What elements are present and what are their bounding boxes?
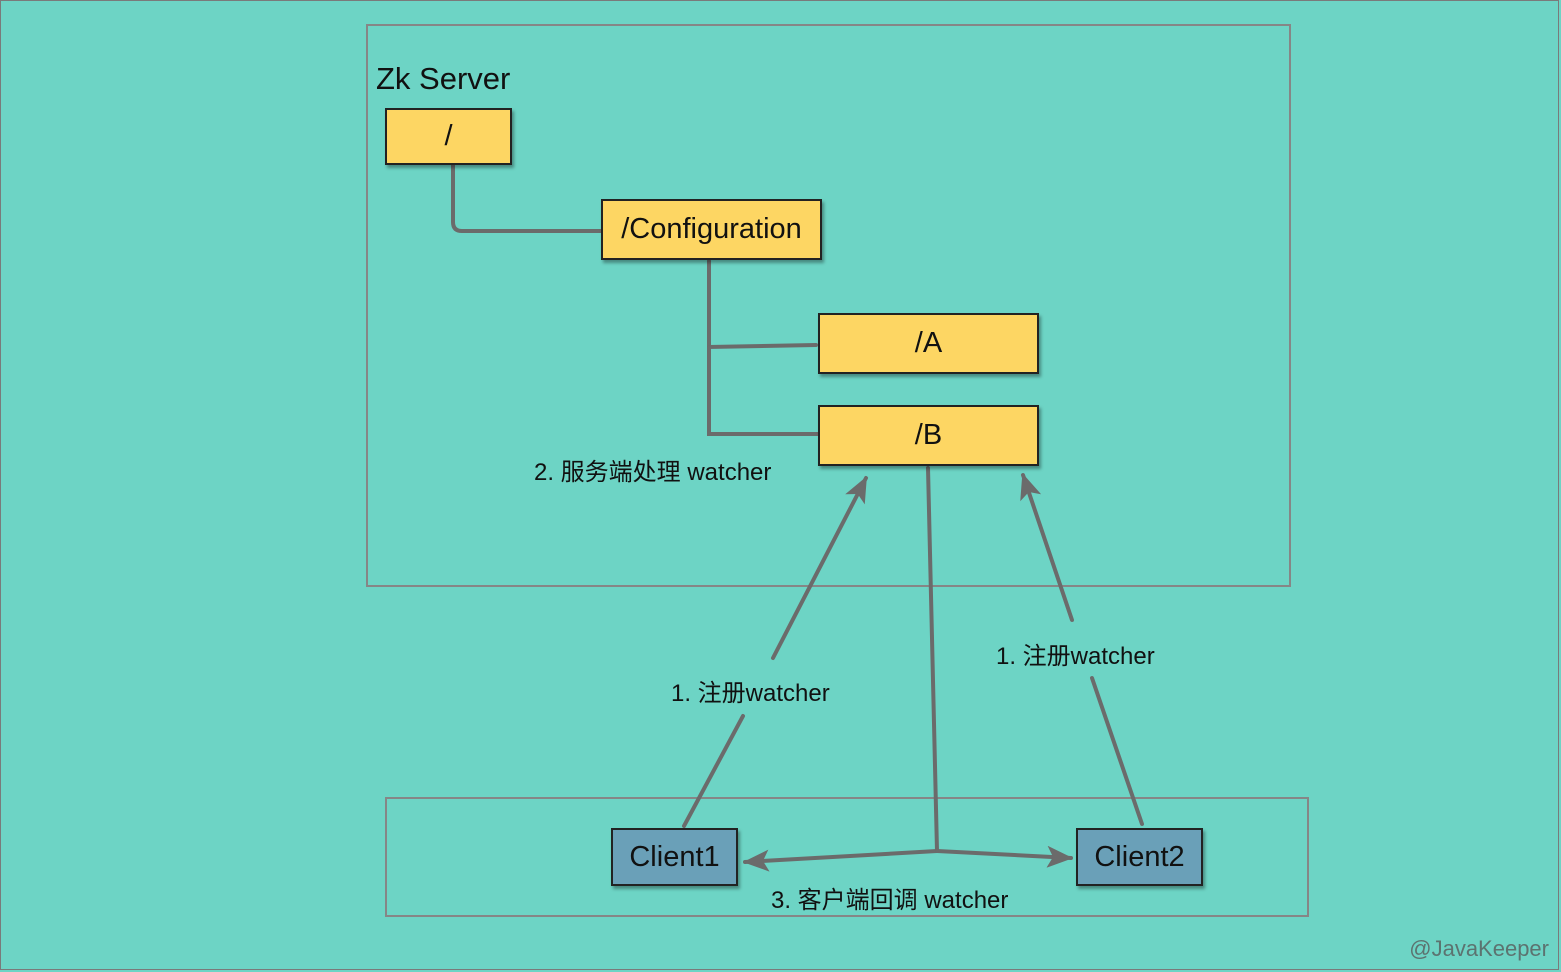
edge-client1-register-upper [771,476,868,660]
watermark: @JavaKeeper [1409,936,1549,961]
client1-node[interactable]: Client1 [611,828,738,886]
label-server-process: 2. 服务端处理 watcher [534,459,772,486]
edge-client1-register [682,714,745,828]
client-group [385,797,1309,917]
edge-b-callback-trunk [926,466,939,853]
edge-client2-register [1090,676,1144,826]
zk-server-group [366,24,1291,587]
znode-root[interactable]: / [385,108,512,165]
label-register-left: 1. 注册watcher [671,680,830,707]
edge-client2-register-upper [1020,473,1074,622]
client2-node[interactable]: Client2 [1076,828,1203,886]
zk-server-title: Zk Server [376,61,511,96]
edge-configuration-a [707,259,818,350]
label-register-right: 1. 注册watcher [996,643,1155,670]
edge-callback-client1 [743,849,939,872]
edge-root-configuration [451,161,604,233]
znode-configuration[interactable]: /Configuration [601,199,822,260]
znode-a[interactable]: /A [818,313,1039,374]
edge-callback-client2 [935,845,1073,868]
label-client-callback: 3. 客户端回调 watcher [771,887,1009,914]
edge-configuration-b [707,345,822,436]
znode-b[interactable]: /B [818,405,1039,466]
